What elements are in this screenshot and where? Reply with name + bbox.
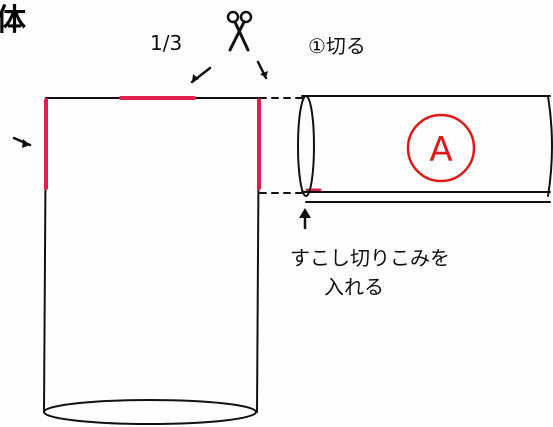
note-line-2: 入れる [324, 275, 384, 299]
arrow-icon [12, 136, 32, 148]
note-line-1: すこし切りこみを [290, 246, 450, 270]
fold-lines [259, 97, 303, 194]
arrow-icon [190, 66, 212, 84]
label-a: A [429, 130, 452, 170]
body-rectangle [43, 97, 260, 425]
fraction-label: 1/3 [150, 31, 182, 55]
arrow-icon [299, 208, 311, 230]
label-a-circle [406, 113, 476, 183]
title-text: 体 [0, 3, 27, 38]
arrow-icon [256, 60, 268, 80]
cylinder-a: A [297, 95, 553, 203]
step-cut-label: ①切る [308, 34, 366, 58]
cut-marks [44, 96, 322, 192]
scissors-icon [226, 10, 253, 52]
